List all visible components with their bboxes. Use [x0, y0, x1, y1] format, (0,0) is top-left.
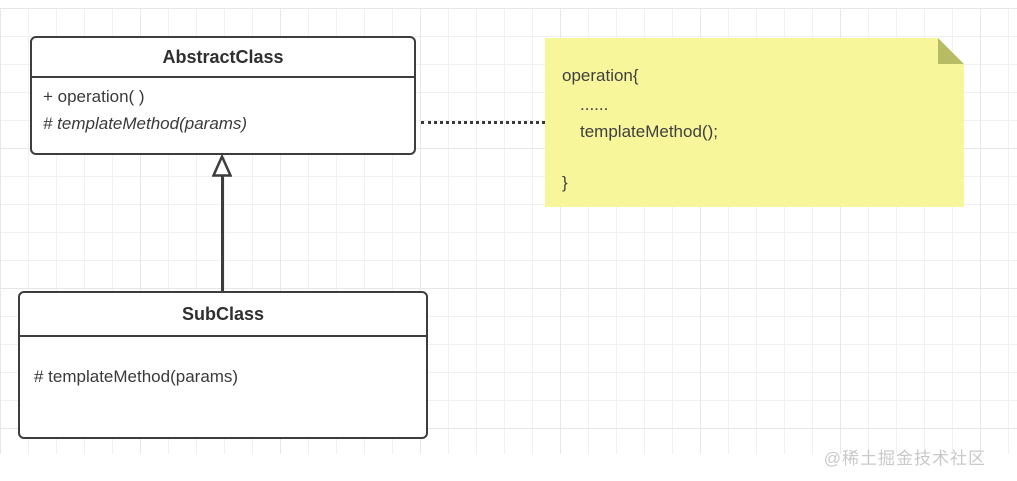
inheritance-arrowhead-icon	[212, 155, 232, 177]
sticky-note: operation{ ...... templateMethod(); }	[545, 38, 964, 207]
method-templatemethod-sub: # templateMethod(params)	[34, 367, 239, 386]
note-line-open: operation{	[562, 66, 639, 85]
abstractclass-methods: + operation( ) # templateMethod(params)	[32, 78, 414, 137]
subclass-methods: # templateMethod(params)	[20, 337, 426, 390]
note-line-call: templateMethod();	[580, 122, 718, 141]
uml-class-abstractclass: AbstractClass + operation( ) # templateM…	[30, 36, 416, 155]
abstractclass-title: AbstractClass	[32, 38, 414, 78]
watermark: @稀土掘金技术社区	[823, 449, 986, 468]
uml-class-subclass: SubClass # templateMethod(params)	[18, 291, 428, 439]
method-operation: + operation( )	[43, 87, 145, 106]
inheritance-connector-line	[221, 176, 224, 291]
note-dotted-connector	[421, 121, 545, 124]
subclass-title: SubClass	[20, 293, 426, 337]
method-templatemethod-abstract: # templateMethod(params)	[43, 114, 248, 133]
note-line-close: }	[562, 173, 568, 192]
note-line-ellipsis: ......	[580, 95, 609, 114]
